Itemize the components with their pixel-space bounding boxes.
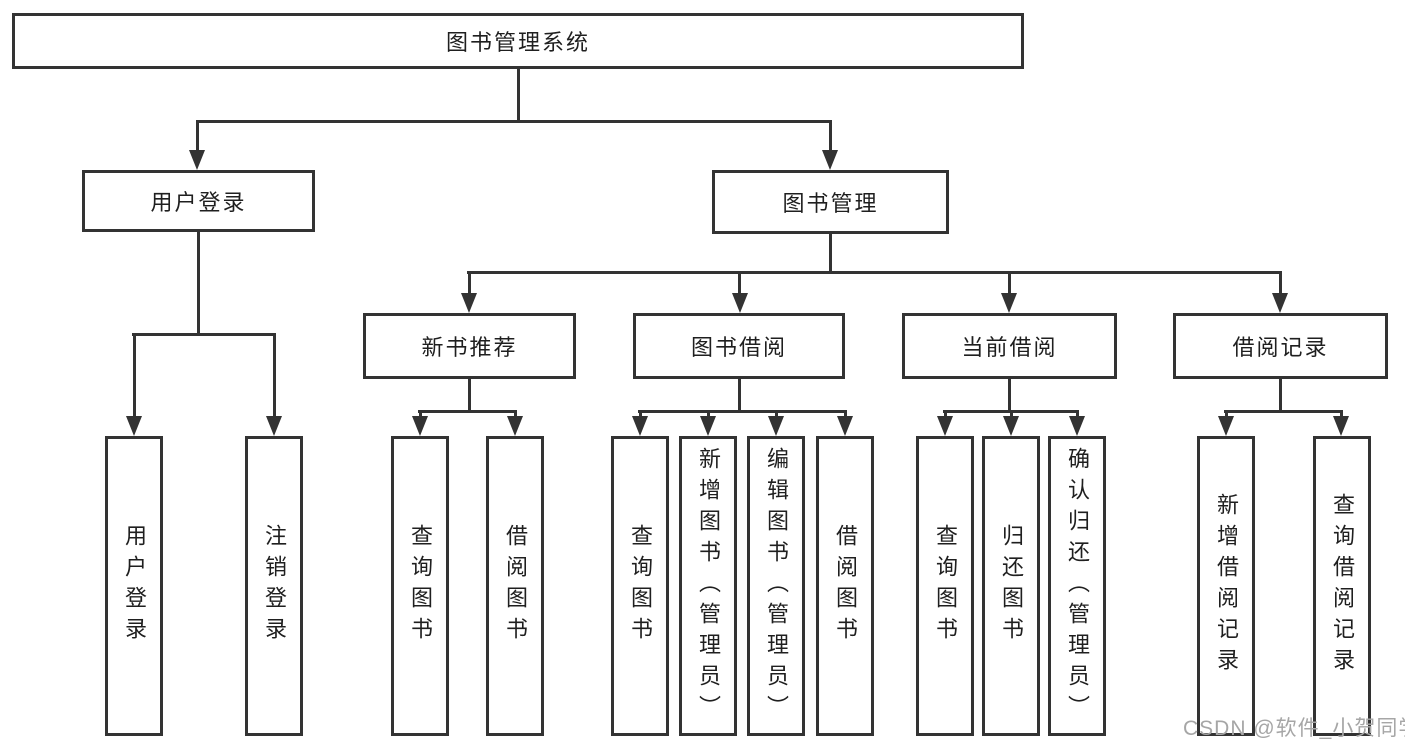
leaf-add-borrow-record: 新增借阅记录 (1197, 436, 1255, 736)
leaf-borrow-book-recommend: 借阅图书 (486, 436, 544, 736)
arrow-down-icon (1218, 416, 1234, 436)
connector-stem-leaf (639, 411, 642, 417)
connector-current-borrow-trunk (1008, 379, 1011, 412)
leaf-user-login: 用户登录 (105, 436, 163, 736)
connector-user-login-trunk (197, 232, 200, 334)
leaf-label: 查询图书 (408, 524, 433, 648)
node-current-borrow: 当前借阅 (902, 313, 1117, 379)
leaf-label: 新增图书（管理员） (696, 446, 721, 726)
connector-stem-leaf (1225, 411, 1228, 417)
connector-stem-leaf (273, 334, 276, 416)
connector-stem-leaf (775, 411, 778, 417)
arrow-down-icon (700, 416, 716, 436)
leaf-label: 查询图书 (628, 524, 653, 648)
connector-stem-new-book (468, 272, 471, 294)
connector-stem-book-mgmt (829, 121, 832, 151)
connector-book-borrow-trunk (738, 379, 741, 412)
leaf-label: 查询借阅记录 (1330, 493, 1355, 679)
connector-new-book-branch (418, 410, 517, 413)
connector-stem-leaf (514, 411, 517, 417)
leaf-label: 用户登录 (122, 524, 147, 648)
connector-borrow-record-branch (1224, 410, 1343, 413)
connector-stem-current-borrow (1008, 272, 1011, 294)
leaf-confirm-return-admin: 确认归还（管理员） (1048, 436, 1106, 736)
leaf-return-book: 归还图书 (982, 436, 1040, 736)
leaf-label: 注销登录 (262, 524, 287, 648)
arrow-down-icon (1069, 416, 1085, 436)
arrow-down-icon (126, 416, 142, 436)
leaf-label: 查询图书 (933, 524, 958, 648)
leaf-query-borrow-record: 查询借阅记录 (1313, 436, 1371, 736)
connector-book-borrow-branch (638, 410, 847, 413)
arrow-down-icon (412, 416, 428, 436)
arrow-down-icon (1001, 293, 1017, 313)
connector-borrow-record-trunk (1279, 379, 1282, 412)
connector-stem-leaf (1010, 411, 1013, 417)
leaf-label: 归还图书 (999, 524, 1024, 648)
node-root: 图书管理系统 (12, 13, 1024, 69)
node-borrow-record: 借阅记录 (1173, 313, 1388, 379)
connector-book-mgmt-trunk (829, 234, 832, 272)
leaf-label: 确认归还（管理员） (1065, 446, 1090, 726)
node-book-borrow: 图书借阅 (633, 313, 845, 379)
arrow-down-icon (732, 293, 748, 313)
leaf-borrow-book: 借阅图书 (816, 436, 874, 736)
connector-stem-leaf (707, 411, 710, 417)
node-book-mgmt: 图书管理 (712, 170, 949, 234)
connector-stem-leaf (844, 411, 847, 417)
leaf-label: 新增借阅记录 (1214, 493, 1239, 679)
arrow-down-icon (1272, 293, 1288, 313)
leaf-add-book-admin: 新增图书（管理员） (679, 436, 737, 736)
arrow-down-icon (1003, 416, 1019, 436)
leaf-label: 借阅图书 (833, 524, 858, 648)
connector-new-book-trunk (468, 379, 471, 412)
connector-level2-branch (467, 271, 1282, 274)
leaf-query-book-recommend: 查询图书 (391, 436, 449, 736)
arrow-down-icon (768, 416, 784, 436)
connector-root-trunk (517, 69, 520, 121)
connector-stem-leaf (419, 411, 422, 417)
arrow-down-icon (266, 416, 282, 436)
arrow-down-icon (189, 150, 205, 170)
connector-stem-borrow-record (1279, 272, 1282, 294)
connector-stem-book-borrow (738, 272, 741, 294)
node-user-login: 用户登录 (82, 170, 315, 232)
watermark-text: CSDN @软件_小贺同学 (1183, 717, 1405, 740)
leaf-label: 借阅图书 (503, 524, 528, 648)
arrow-down-icon (822, 150, 838, 170)
leaf-query-book-current: 查询图书 (916, 436, 974, 736)
arrow-down-icon (461, 293, 477, 313)
leaf-logout: 注销登录 (245, 436, 303, 736)
node-new-book: 新书推荐 (363, 313, 576, 379)
arrow-down-icon (632, 416, 648, 436)
arrow-down-icon (1333, 416, 1349, 436)
arrow-down-icon (507, 416, 523, 436)
leaf-query-book-borrow: 查询图书 (611, 436, 669, 736)
connector-stem-leaf (944, 411, 947, 417)
arrow-down-icon (837, 416, 853, 436)
arrow-down-icon (937, 416, 953, 436)
connector-stem-leaf (1340, 411, 1343, 417)
connector-user-login-branch (132, 333, 276, 336)
connector-stem-leaf (1076, 411, 1079, 417)
leaf-label: 编辑图书（管理员） (764, 446, 789, 726)
leaf-edit-book-admin: 编辑图书（管理员） (747, 436, 805, 736)
connector-stem-leaf (133, 334, 136, 416)
connector-stem-user-login (196, 121, 199, 151)
connector-level1-branch (196, 120, 832, 123)
